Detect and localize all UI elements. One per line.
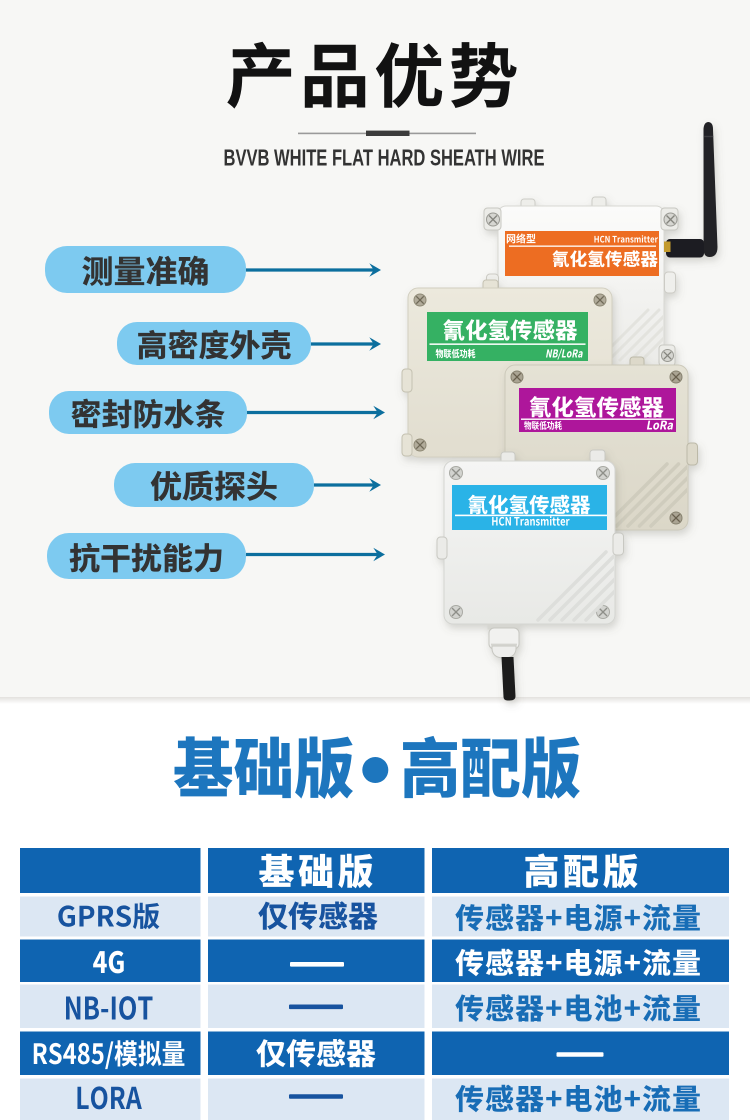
svg-text:BVVB WHITE FLAT HARD SHEATH WI: BVVB WHITE FLAT HARD SHEATH WIRE <box>224 145 545 171</box>
